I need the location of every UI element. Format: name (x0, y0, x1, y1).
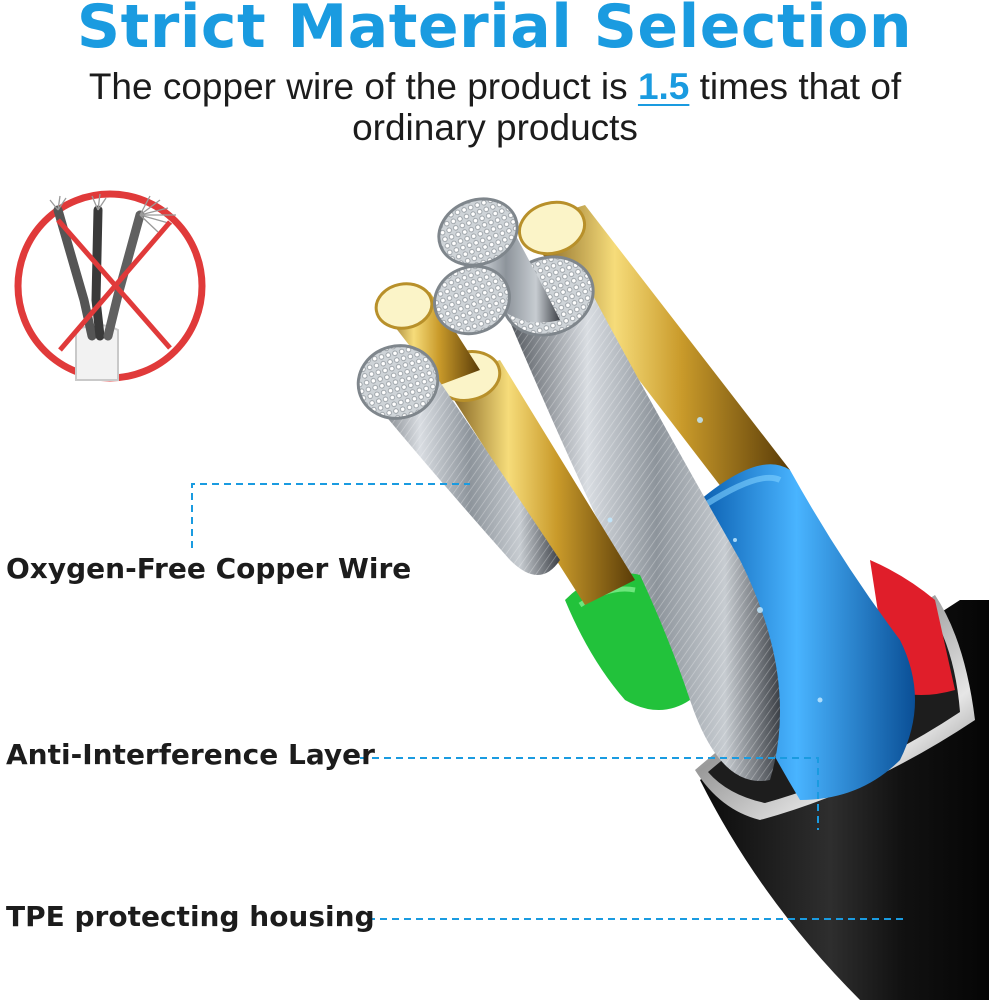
page-title: Strict Material Selection (0, 0, 989, 62)
subtitle-line2: ordinary products (352, 107, 638, 148)
subtitle: The copper wire of the product is 1.5 ti… (20, 66, 970, 148)
silver-strand-bundle-top (437, 197, 560, 323)
callout-shield-line (360, 757, 819, 830)
callout-lines (191, 483, 905, 920)
subtitle-highlight: 1.5 (637, 66, 690, 107)
gold-wire-left (374, 282, 480, 385)
silver-strand-bundle-left (356, 344, 560, 575)
ordinary-wire-prohibited-icon (14, 190, 206, 382)
silver-strand-bundle-center (433, 264, 511, 336)
label-copper-wire: Oxygen-Free Copper Wire (6, 552, 412, 585)
subtitle-after: times that of (689, 66, 902, 107)
label-tpe-housing: TPE protecting housing (6, 900, 375, 933)
page-title-text: Strict Material Selection (76, 0, 913, 62)
subtitle-before: The copper wire of the product is (88, 66, 638, 107)
callout-copper-line (191, 483, 470, 548)
sparkle-highlights (607, 417, 823, 703)
label-anti-interference: Anti-Interference Layer (6, 738, 375, 771)
